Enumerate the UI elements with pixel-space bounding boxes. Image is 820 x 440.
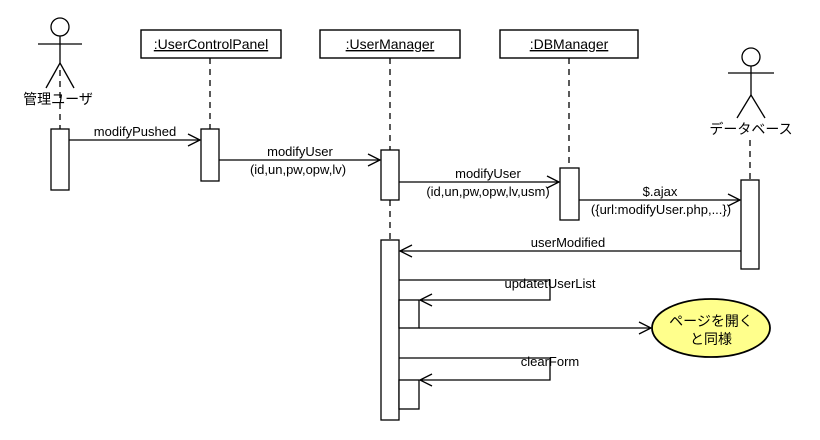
object-box-user-control-panel: [140, 29, 282, 59]
admin-actor-leg-left: [45, 62, 61, 89]
message-label: modifyPushed: [94, 124, 176, 139]
object-user-control-panel: :UserControlPanel: [140, 29, 282, 59]
message-label: updatetUserList: [504, 276, 595, 291]
database-actor-leg-left: [736, 94, 752, 119]
object-label-user-control-panel: :UserControlPanel: [154, 36, 268, 52]
database-actor-head: [741, 47, 761, 67]
database-actor-label: データベース: [709, 121, 792, 137]
message-update-user-list: updatetUserList: [399, 276, 596, 307]
message-label: modifyUser: [455, 166, 521, 181]
message-modify-user-to-db-manager: modifyUser (id,un,pw,opw,lv,usm): [399, 166, 561, 199]
self-message-line: [399, 279, 551, 301]
arrowhead-left-icon: [418, 373, 433, 387]
message-label: userModified: [531, 235, 605, 250]
object-box-user-manager: [319, 29, 461, 59]
database-actor-icon: [728, 47, 774, 119]
arrowhead-right-icon: [187, 133, 202, 147]
database-actor-leg-right: [750, 94, 766, 119]
arrowhead-right-icon: [638, 321, 653, 335]
message-user-modified: userModified: [398, 235, 741, 258]
message-label: clearForm: [521, 354, 580, 369]
arrowhead-left-icon: [418, 293, 433, 307]
message-to-note: [419, 321, 653, 335]
message-clear-form: clearForm: [399, 354, 580, 387]
object-user-manager: :UserManager: [319, 29, 461, 59]
admin-actor-head: [50, 17, 70, 37]
arrowhead-right-icon: [367, 153, 382, 167]
admin-actor-leg-right: [59, 62, 75, 89]
admin-actor-label: 管理ユーザ: [23, 91, 93, 107]
activation-admin: [50, 128, 70, 191]
note-text-line1: ページを開く: [669, 313, 753, 329]
activation-user-manager-nested-1: [398, 299, 420, 329]
note-text-line2: と同様: [690, 331, 732, 347]
object-box-db-manager: [499, 29, 639, 59]
object-db-manager: :DBManager: [499, 29, 639, 59]
message-args: (id,un,pw,opw,lv,usm): [426, 184, 549, 199]
note-ellipse: [651, 298, 771, 358]
activation-user-manager-2: [380, 239, 400, 421]
message-modify-user-to-manager: modifyUser (id,un,pw,opw,lv): [219, 144, 382, 177]
admin-actor-icon: [38, 17, 82, 89]
object-label-user-manager: :UserManager: [346, 36, 435, 52]
arrowhead-left-icon: [398, 244, 413, 258]
arrowhead-right-icon: [727, 193, 742, 207]
activation-user-manager-nested-2: [398, 379, 420, 410]
activation-database: [740, 179, 760, 270]
activation-db-manager: [559, 167, 580, 221]
message-args: ({url:modifyUser.php,...}): [591, 202, 731, 217]
message-modify-pushed: modifyPushed: [69, 124, 202, 147]
message-label: $.ajax: [643, 184, 678, 199]
message-label: modifyUser: [267, 144, 333, 159]
note-bubble: ページを開く と同様: [651, 298, 771, 358]
activation-user-control-panel: [200, 128, 220, 182]
message-ajax: $.ajax ({url:modifyUser.php,...}): [579, 184, 742, 217]
object-label-db-manager: :DBManager: [530, 36, 609, 52]
arrowhead-right-icon: [546, 175, 561, 189]
activation-user-manager-1: [380, 149, 400, 201]
self-message-line: [399, 357, 551, 381]
message-args: (id,un,pw,opw,lv): [250, 162, 346, 177]
